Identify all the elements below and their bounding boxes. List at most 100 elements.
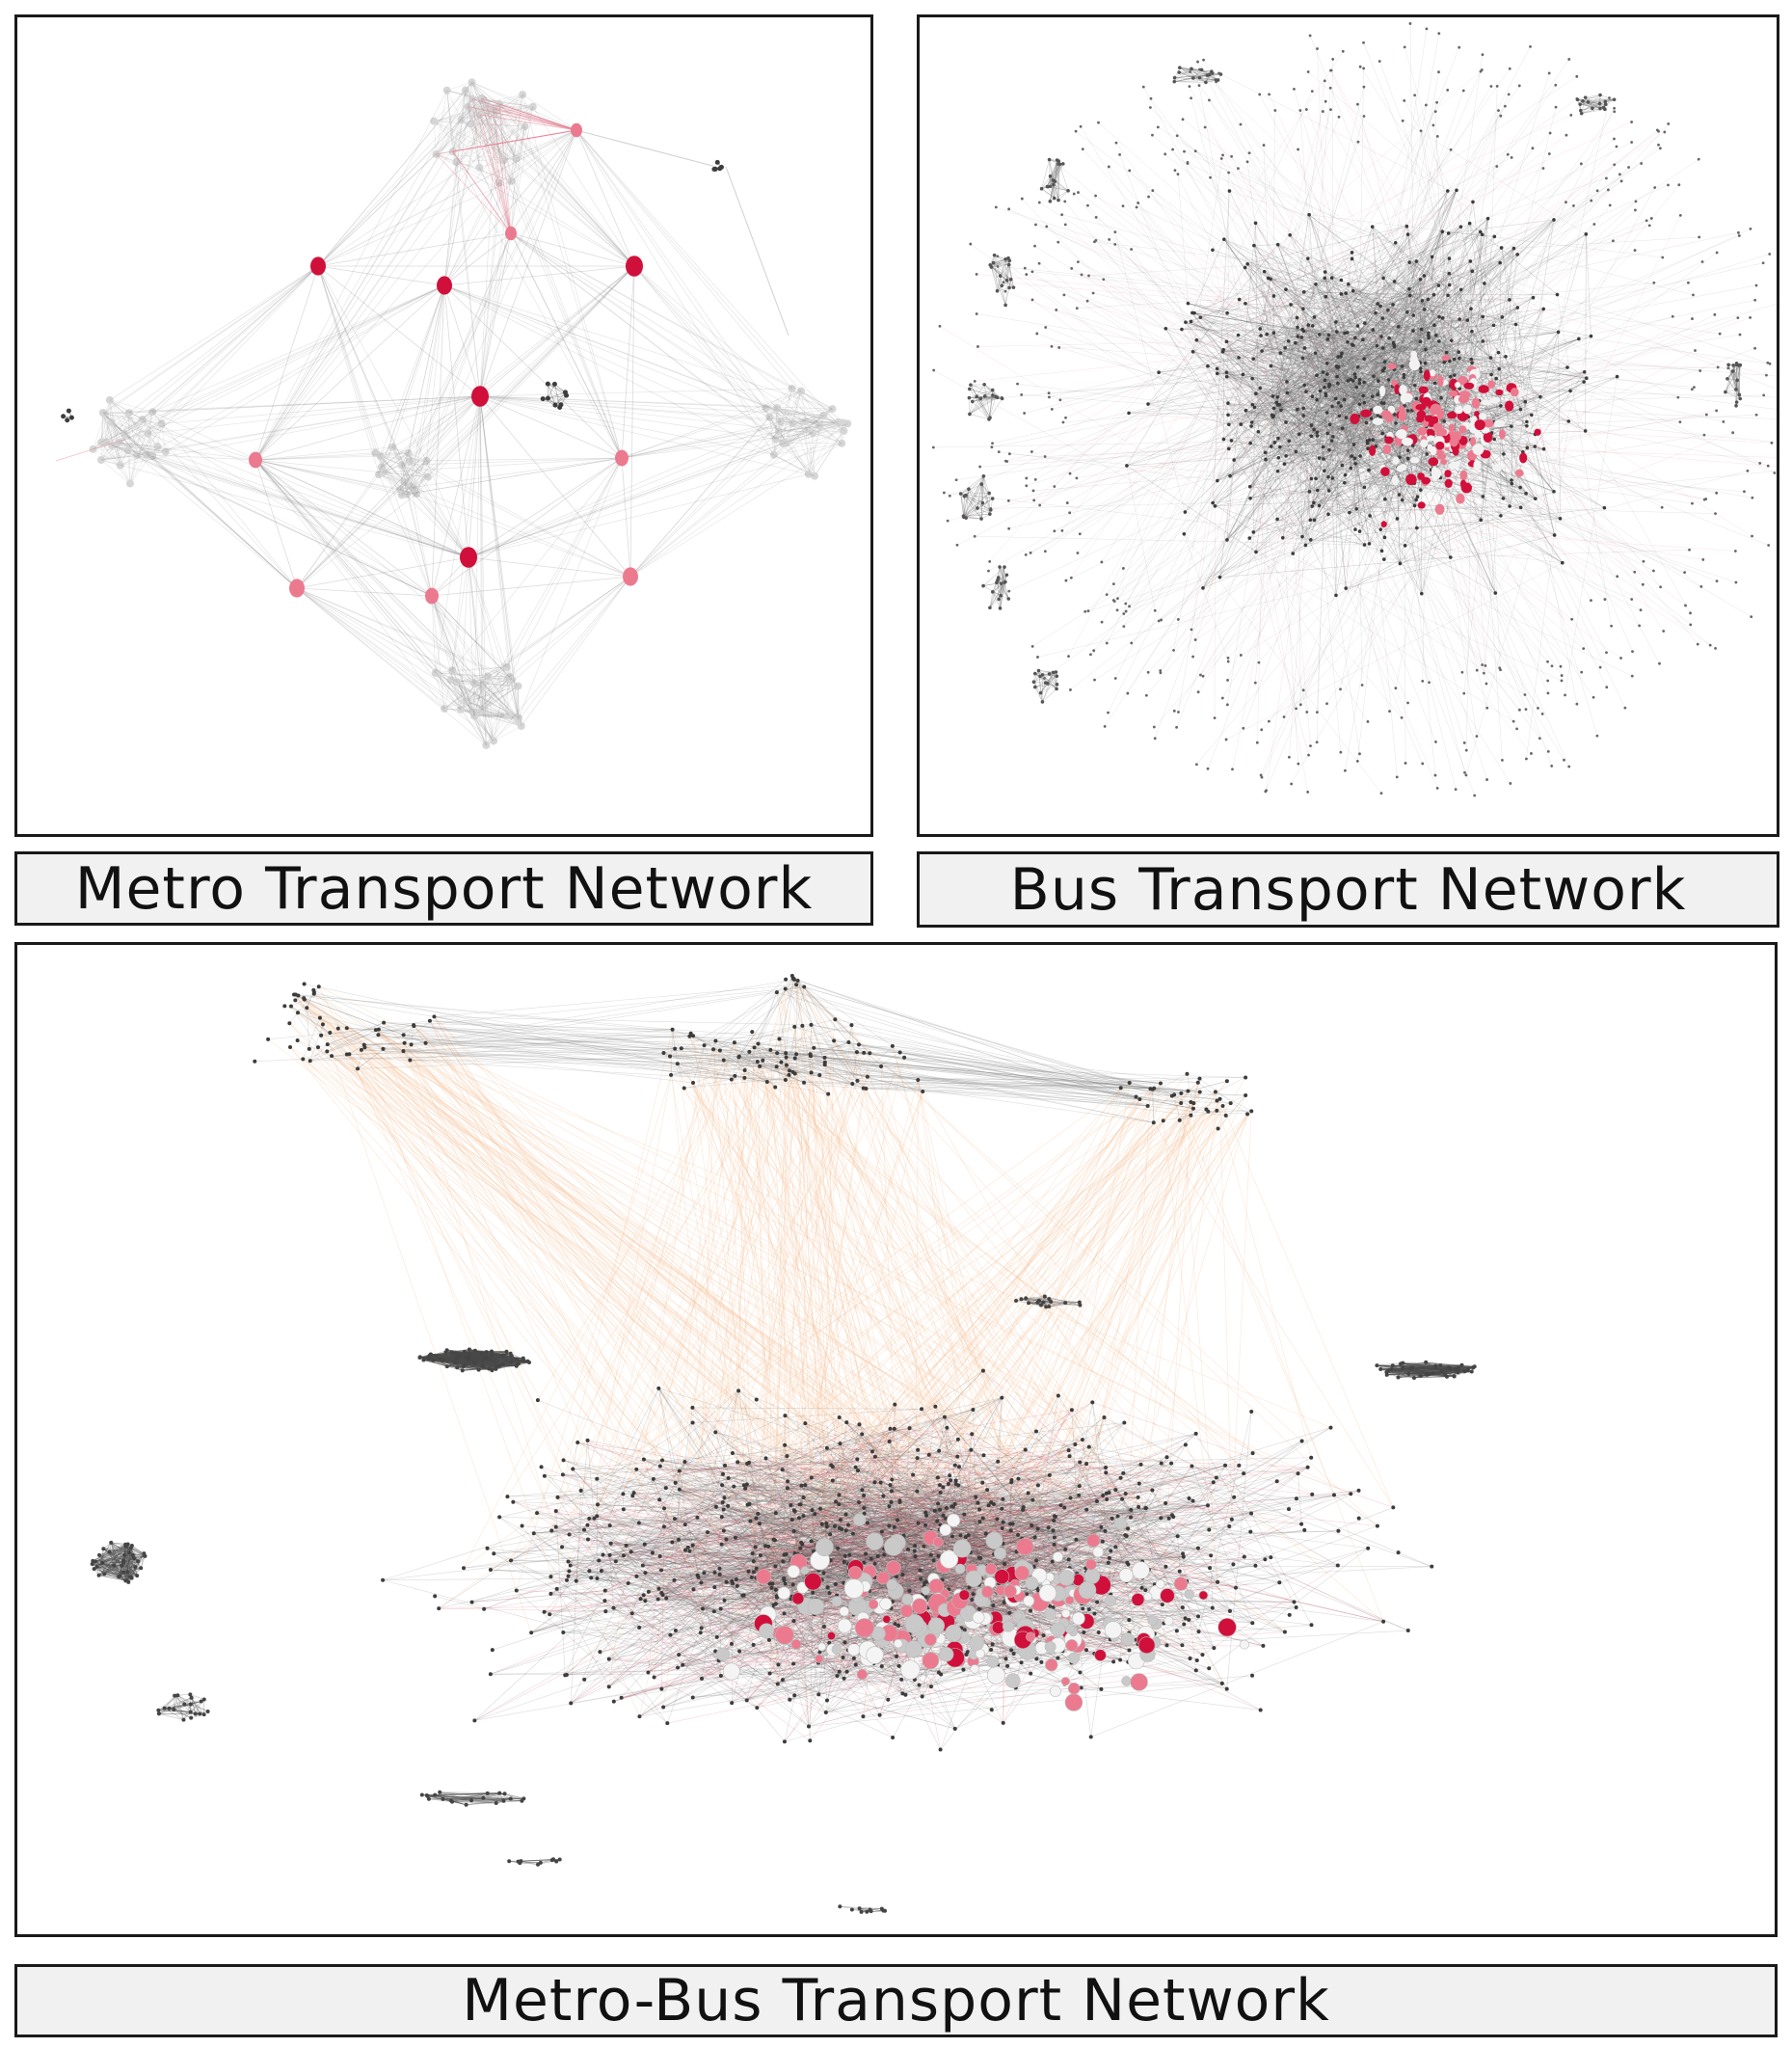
bus-stop-node — [1108, 238, 1111, 241]
metro-edge — [409, 460, 631, 578]
cluster-edge — [1050, 163, 1064, 187]
bus-edge — [1407, 445, 1414, 459]
bus-edge — [1221, 158, 1326, 394]
metro-edge — [378, 284, 445, 475]
bus-edge — [1404, 491, 1555, 547]
cluster-edge — [435, 672, 475, 684]
metro-edge — [317, 180, 512, 267]
metro-edge — [479, 265, 635, 397]
bus-edge — [1249, 468, 1434, 499]
metro-edge — [725, 166, 789, 337]
bus-edge — [1324, 272, 1338, 377]
bus-stop-node — [1382, 535, 1387, 540]
cluster-edge — [1038, 670, 1041, 693]
cluster-edge — [129, 455, 138, 484]
bus-stop-node — [1113, 677, 1117, 680]
cluster-edge — [456, 125, 525, 163]
bus-edge — [1255, 402, 1277, 684]
bus-stop-node — [1481, 314, 1485, 319]
metro-edge — [102, 265, 319, 414]
bus-edge — [1330, 69, 1449, 296]
bus-edge — [1283, 445, 1536, 717]
cluster-edge — [963, 513, 990, 518]
metro-edge — [254, 459, 402, 496]
bus-stop-node — [1343, 331, 1347, 336]
bus-highlight-node — [1382, 444, 1392, 455]
metro-edge — [461, 119, 635, 267]
metro-edge — [479, 167, 512, 234]
metro-edge — [481, 97, 512, 234]
cluster-node — [144, 429, 152, 438]
bus-edge — [1325, 296, 1356, 464]
bus-stop-node — [1030, 450, 1033, 453]
cluster-edge — [780, 420, 810, 475]
bus-edge — [1288, 340, 1378, 420]
bus-edge — [1253, 358, 1417, 500]
bus-edge — [1384, 410, 1413, 499]
bus-edge — [1210, 176, 1303, 359]
metro-station-node — [505, 226, 517, 241]
bus-stop-node — [1063, 223, 1067, 227]
cluster-node — [108, 441, 117, 449]
bus-edge — [1185, 321, 1347, 418]
bus-edge — [1065, 256, 1432, 418]
bus-edge — [1341, 356, 1571, 391]
cluster-edge — [1199, 70, 1212, 78]
cluster-edge — [401, 460, 427, 496]
metro-edge — [103, 265, 319, 415]
cluster-node — [517, 721, 525, 730]
cluster-edge — [805, 420, 844, 432]
bus-stop-node — [1683, 571, 1687, 575]
cluster-edge — [1055, 181, 1059, 201]
cluster-node — [66, 408, 71, 414]
bus-edge — [1297, 317, 1452, 558]
bus-edge — [1367, 33, 1440, 444]
bus-stop-node — [1307, 490, 1312, 494]
cluster-edge — [782, 430, 844, 444]
cluster-edge — [1585, 94, 1601, 98]
bus-stop-node — [1702, 433, 1706, 437]
metro-edge — [621, 457, 631, 578]
cluster-edge — [992, 591, 1001, 608]
metro-station-node — [571, 122, 582, 138]
cluster-edge — [983, 475, 991, 515]
bus-edge — [1449, 273, 1512, 427]
bus-stop-node — [1064, 579, 1068, 582]
bus-edge — [1402, 254, 1770, 367]
bus-edge — [1331, 440, 1512, 484]
cluster-node — [1055, 682, 1059, 687]
metro-edge — [479, 129, 577, 397]
bus-stop-node — [1356, 102, 1359, 106]
bus-stop-node — [1323, 469, 1326, 473]
bus-stop-node — [1431, 292, 1436, 297]
cluster-edge — [1000, 275, 1011, 281]
bus-edge — [1359, 299, 1755, 384]
cluster-node — [819, 412, 828, 420]
bus-edge — [1327, 338, 1403, 367]
metro-edge — [254, 265, 319, 461]
cluster-edge — [450, 679, 518, 718]
bus-stop-node — [1565, 201, 1567, 204]
bus-stop-node — [1645, 219, 1648, 223]
cluster-edge — [1053, 672, 1057, 689]
cluster-edge — [482, 684, 520, 718]
cluster-edge — [808, 425, 820, 474]
bus-stop-node — [1381, 401, 1386, 405]
bus-edge — [1255, 325, 1435, 552]
bus-edge — [1083, 148, 1263, 352]
bus-edge — [1228, 190, 1449, 449]
bus-highlight-node — [1459, 479, 1467, 489]
bus-edge — [1347, 47, 1459, 333]
bus-stop-node — [1068, 511, 1072, 515]
bus-edge — [1158, 126, 1460, 320]
bus-detached-cluster — [958, 474, 995, 521]
metro-station-node — [623, 567, 638, 586]
bus-edge — [949, 312, 1377, 497]
bus-edge — [1272, 417, 1423, 765]
cluster-node — [996, 576, 1001, 579]
bus-edge — [1253, 245, 1329, 336]
bus-stop-node — [1351, 379, 1355, 383]
metro-edge — [427, 265, 635, 477]
cluster-node — [1057, 162, 1062, 167]
bus-stop-node — [1684, 604, 1687, 607]
